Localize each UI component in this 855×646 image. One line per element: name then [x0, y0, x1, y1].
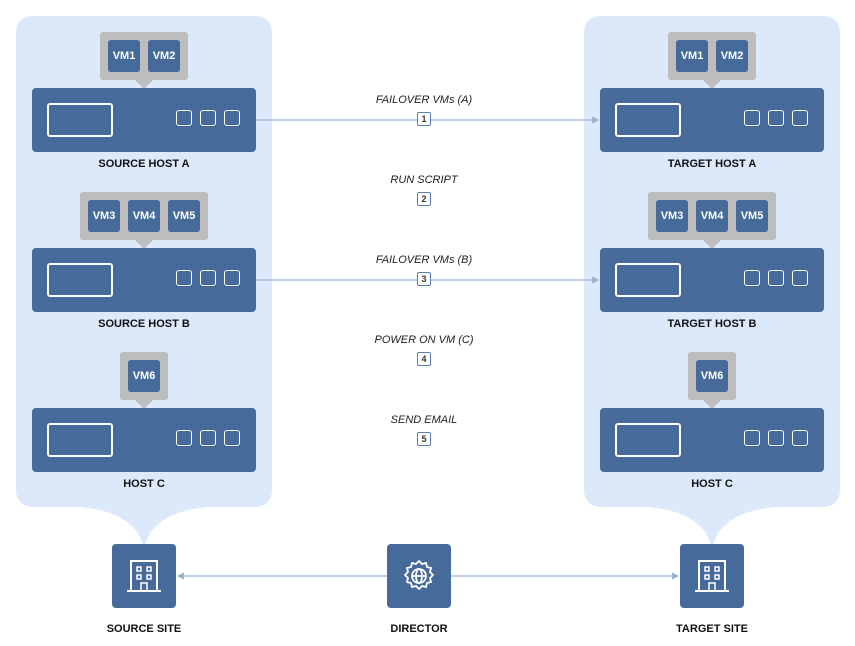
step-5-number: 5: [417, 432, 431, 446]
vm-tile: VM1: [108, 40, 140, 72]
vm-tile: VM3: [656, 200, 688, 232]
step-3-number: 3: [417, 272, 431, 286]
building-icon: [695, 560, 729, 592]
target-site-label: TARGET SITE: [676, 623, 748, 635]
vm-bubble-source-a: VM1 VM2: [100, 32, 188, 89]
source-site-node: [112, 544, 176, 608]
building-icon: [127, 560, 161, 592]
step-2-label: RUN SCRIPT: [390, 174, 458, 186]
vm-bubble-target-b: VM3 VM4 VM5: [648, 192, 776, 249]
target-host-c-label: HOST C: [691, 478, 733, 490]
step-1-label: FAILOVER VMs (A): [375, 94, 473, 106]
director-label: DIRECTOR: [390, 623, 448, 635]
source-host-c-label: HOST C: [123, 478, 165, 490]
vm-tile: VM5: [168, 200, 200, 232]
source-host-c: [32, 408, 256, 472]
vm-bubble-target-a: VM1 VM2: [668, 32, 756, 89]
gear-globe-icon: [403, 559, 435, 591]
target-panel-tail: [638, 506, 786, 552]
target-host-b-label: TARGET HOST B: [667, 318, 757, 330]
source-host-b-label: SOURCE HOST B: [98, 318, 190, 330]
vm-bubble-source-c: VM6: [120, 352, 168, 409]
step-2-number: 2: [417, 192, 431, 206]
vm-tile: VM4: [128, 200, 160, 232]
source-host-a: [32, 88, 256, 152]
source-panel-tail: [70, 506, 218, 552]
step-5-label: SEND EMAIL: [390, 414, 458, 426]
source-host-a-label: SOURCE HOST A: [98, 158, 190, 170]
target-host-a-label: TARGET HOST A: [667, 158, 757, 170]
source-host-b: [32, 248, 256, 312]
vm-tile: VM3: [88, 200, 120, 232]
vm-tile: VM6: [696, 360, 728, 392]
vm-tile: VM2: [148, 40, 180, 72]
vm-tile: VM5: [736, 200, 768, 232]
vm-tile: VM2: [716, 40, 748, 72]
vm-tile: VM4: [696, 200, 728, 232]
step-4-number: 4: [417, 352, 431, 366]
vm-bubble-target-c: VM6: [688, 352, 736, 409]
source-site-label: SOURCE SITE: [106, 623, 182, 635]
target-host-a: [600, 88, 824, 152]
step-1-number: 1: [417, 112, 431, 126]
step-4-label: POWER ON VM (C): [374, 334, 474, 346]
target-host-b: [600, 248, 824, 312]
vm-bubble-source-b: VM3 VM4 VM5: [80, 192, 208, 249]
target-site-node: [680, 544, 744, 608]
director-node: [387, 544, 451, 608]
step-3-label: FAILOVER VMs (B): [375, 254, 473, 266]
vm-tile: VM1: [676, 40, 708, 72]
target-host-c: [600, 408, 824, 472]
vm-tile: VM6: [128, 360, 160, 392]
